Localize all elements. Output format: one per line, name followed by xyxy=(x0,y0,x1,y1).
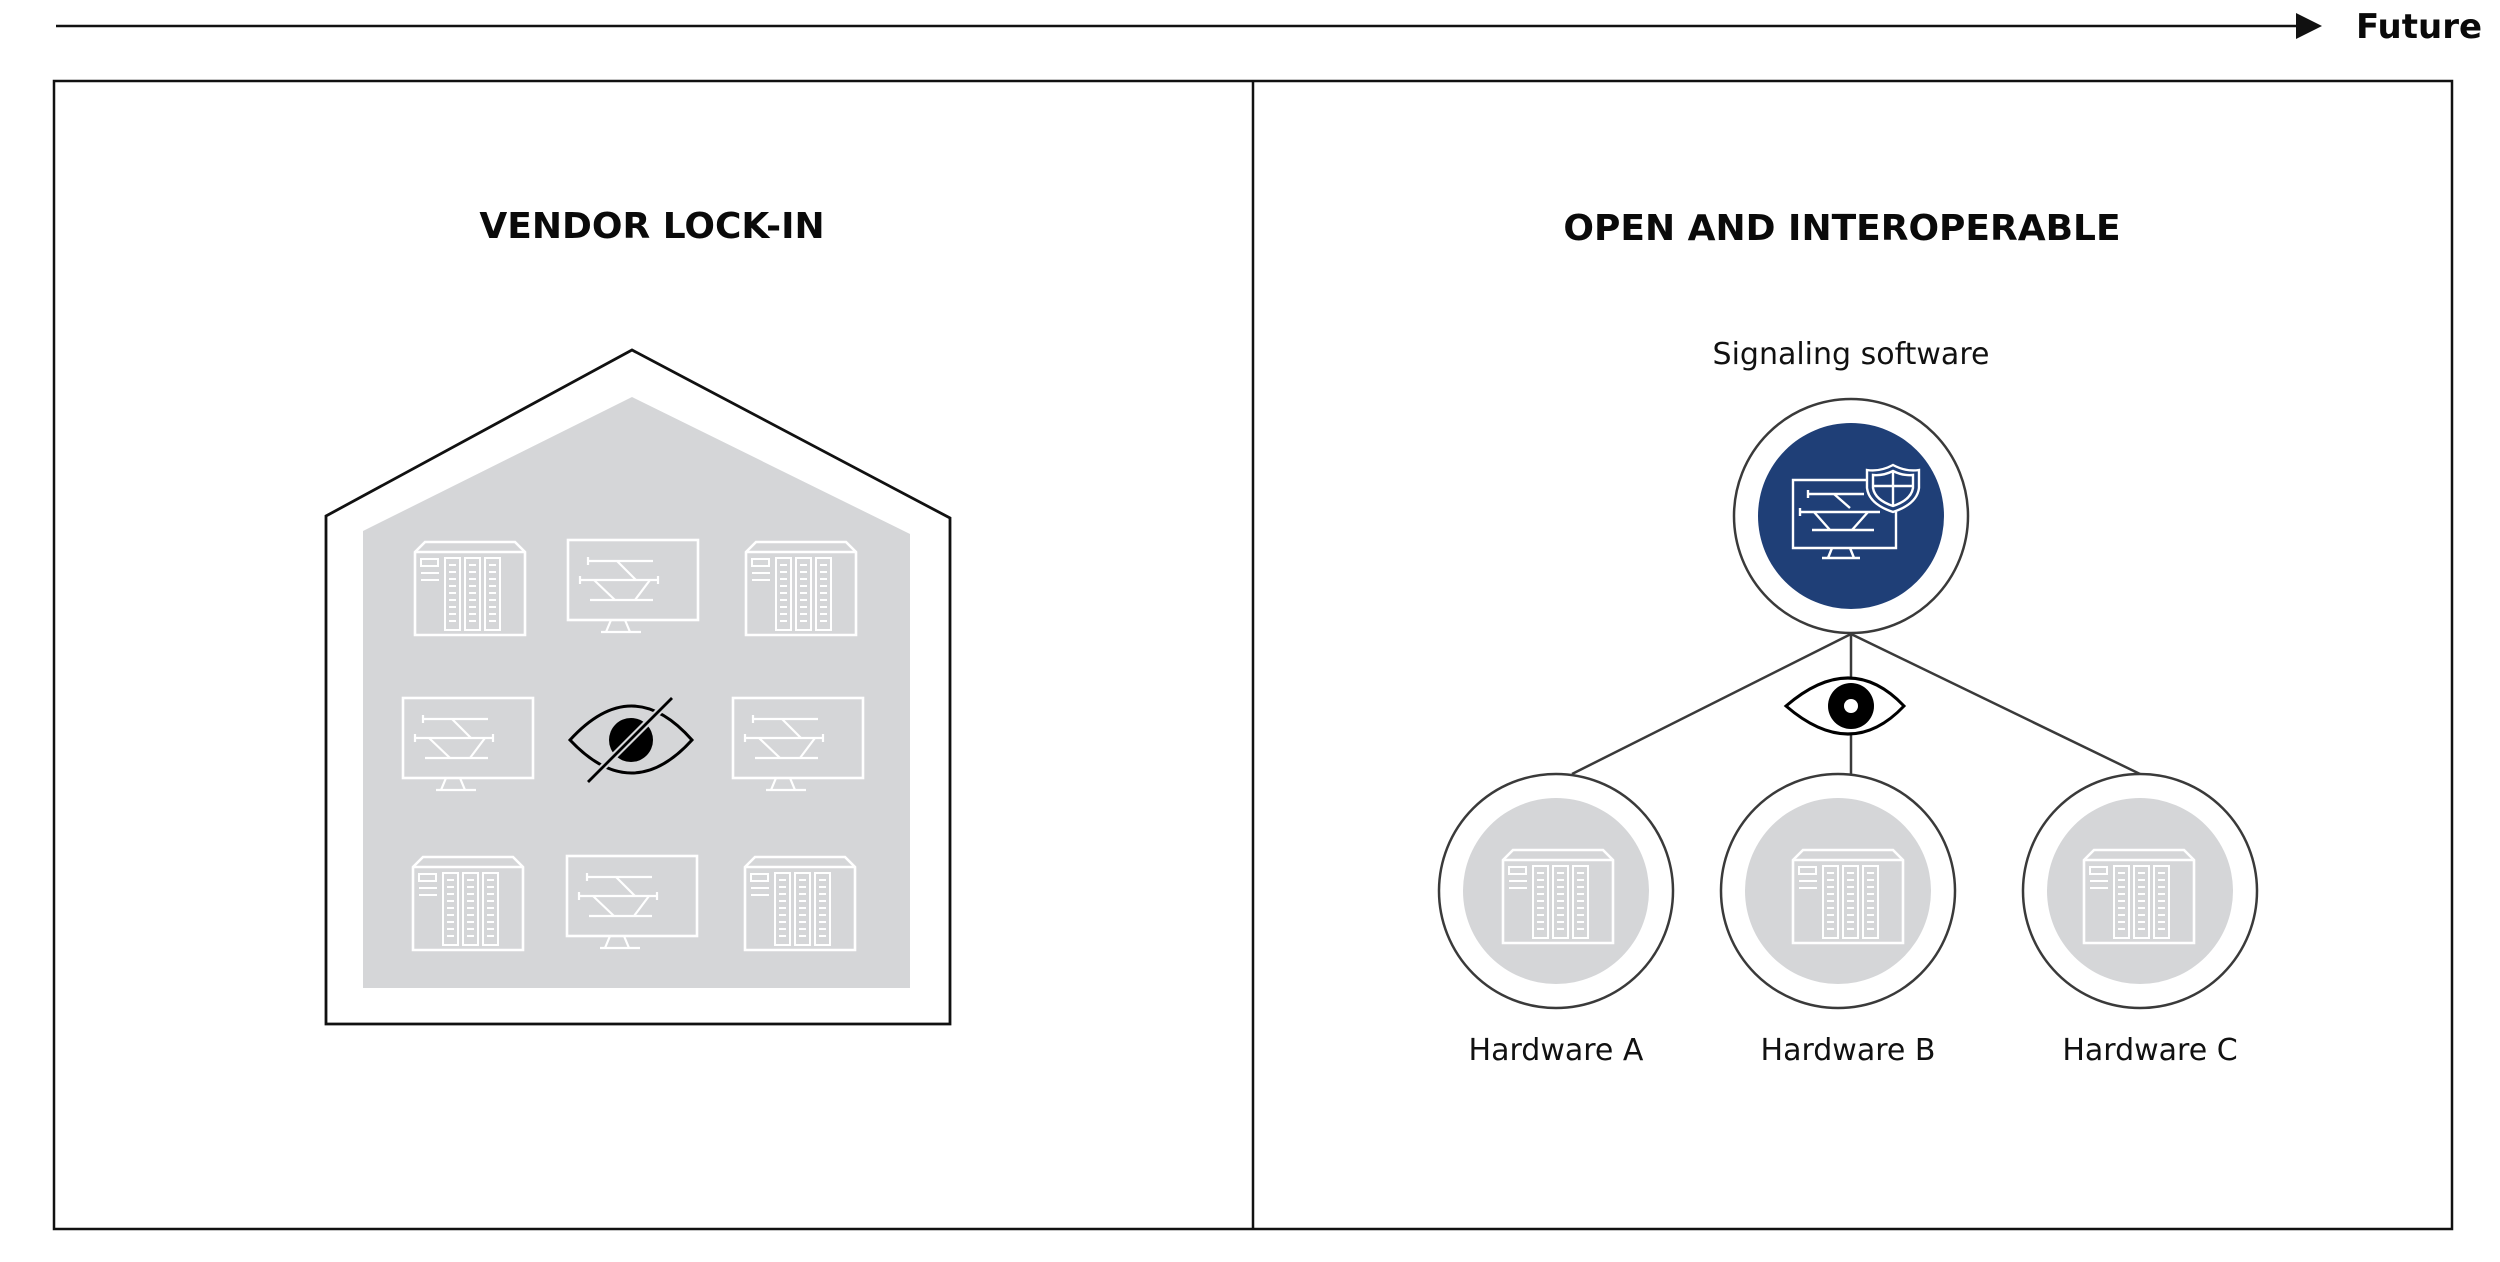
house-outline xyxy=(324,348,952,1026)
panel-title: VENDOR LOCK-IN xyxy=(479,206,824,247)
software-node-fill xyxy=(1758,423,1944,609)
hardware-label: Hardware C xyxy=(2062,1033,2237,1068)
software-label: Signaling software xyxy=(1713,337,1990,372)
hardware-node-b[interactable]: Hardware B xyxy=(1719,772,1957,1068)
hardware-node-fill xyxy=(2047,798,2233,984)
arrow-right-icon xyxy=(2296,13,2322,39)
eye-crossed-icon xyxy=(567,695,695,785)
hardware-node-c[interactable]: Hardware C xyxy=(2021,772,2259,1068)
hardware-label: Hardware B xyxy=(1761,1033,1936,1068)
hardware-node-a[interactable]: Hardware A xyxy=(1437,772,1675,1068)
house-interior xyxy=(363,397,910,988)
secure-signaling-monitor-icon xyxy=(1791,463,1921,560)
panel-vendor-lock-in: VENDOR LOCK-IN xyxy=(324,206,952,1026)
hardware-label: Hardware A xyxy=(1469,1033,1644,1068)
connector-a xyxy=(1571,632,1852,776)
panel-title: OPEN AND INTEROPERABLE xyxy=(1563,208,2120,249)
timeline-label: Future xyxy=(2356,7,2482,47)
hardware-node-fill xyxy=(1463,798,1649,984)
connector-c xyxy=(1850,632,2141,776)
panel-open-interoperable: OPEN AND INTEROPERABLE Signaling softwar… xyxy=(1437,208,2259,1068)
eye-icon xyxy=(1783,676,1907,736)
software-node[interactable] xyxy=(1732,397,1970,635)
timeline: Future xyxy=(56,7,2482,47)
